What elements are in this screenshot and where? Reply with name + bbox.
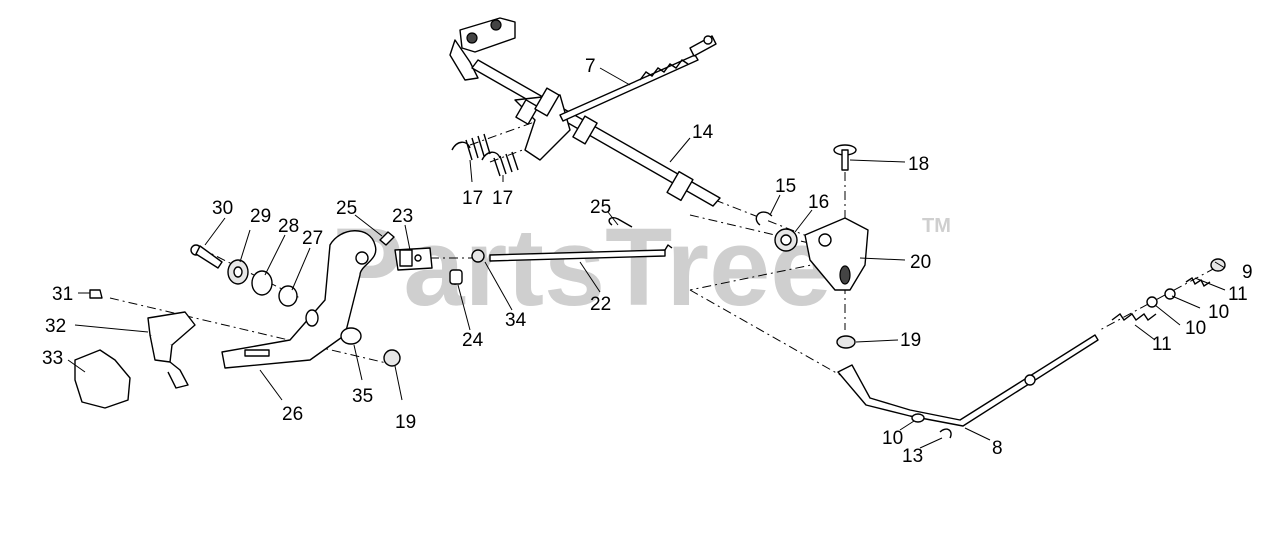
callout-30: 30 [212, 198, 233, 219]
callout-24: 24 [462, 330, 484, 351]
callout-11b: 11 [1152, 334, 1172, 355]
lever-8-assembly [837, 258, 1226, 439]
callout-25a: 25 [590, 197, 611, 218]
callout-17a: 17 [462, 188, 483, 209]
springs-17 [451, 133, 519, 177]
callout-26: 26 [282, 404, 303, 425]
callout-13: 13 [902, 446, 923, 467]
callout-9: 9 [1242, 262, 1253, 283]
pivot-parts [755, 144, 869, 349]
callout-33: 33 [42, 348, 63, 369]
pedal-parts [74, 289, 196, 409]
callout-20: 20 [910, 252, 931, 273]
leader-lines [67, 67, 1226, 449]
callout-labels: 7 14 17 17 18 15 16 25 30 29 28 27 25 23… [42, 56, 1253, 467]
callout-25b: 25 [336, 198, 357, 219]
callout-31: 31 [52, 284, 73, 305]
callout-18: 18 [908, 154, 929, 175]
callout-10c: 10 [882, 428, 903, 449]
callout-17b: 17 [492, 188, 513, 209]
shaft-assembly [449, 17, 721, 207]
callout-10a: 10 [1208, 302, 1229, 323]
watermark-tm: TM [922, 215, 951, 237]
bracket-26 [221, 230, 377, 369]
callout-34: 34 [505, 310, 527, 331]
callout-28: 28 [278, 216, 299, 237]
linkage-rod-parts [379, 216, 673, 285]
callout-15: 15 [775, 176, 796, 197]
callout-19b: 19 [395, 412, 416, 433]
callout-32: 32 [45, 316, 66, 337]
callout-19a: 19 [900, 330, 921, 351]
callout-23: 23 [392, 206, 413, 227]
callout-7: 7 [585, 56, 596, 77]
callout-14: 14 [692, 122, 714, 143]
callout-22: 22 [590, 294, 611, 315]
callout-10b: 10 [1185, 318, 1206, 339]
fastener-stack [190, 244, 401, 367]
callout-16: 16 [808, 192, 829, 213]
callout-29: 29 [250, 206, 271, 227]
callout-8: 8 [992, 438, 1003, 459]
callout-11a: 11 [1228, 284, 1248, 305]
callout-27: 27 [302, 228, 323, 249]
callout-35: 35 [352, 386, 373, 407]
